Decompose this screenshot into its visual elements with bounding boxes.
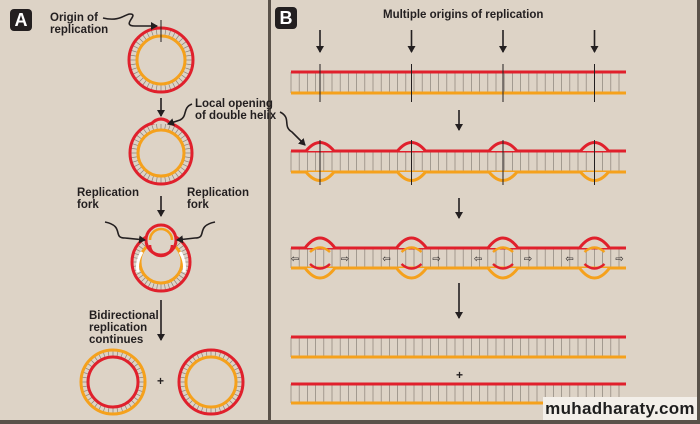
bubble-top	[395, 236, 428, 249]
new-strand-arc	[492, 246, 514, 253]
origin-of-replication-label: Origin of replication	[50, 12, 109, 36]
bubble-top	[303, 236, 337, 249]
local-opening-pointer-b	[279, 111, 306, 146]
daughter-circle-1-outer-strand	[79, 348, 147, 416]
replication-fork-left-label: Replication fork	[77, 187, 139, 211]
fork-pointer-left	[104, 221, 146, 244]
daughter-circle-2-outer-strand	[177, 348, 245, 416]
watermark: muhadharaty.com	[543, 397, 697, 420]
daughter-circle-2-inner-strand	[184, 355, 238, 409]
new-strand-arc	[400, 263, 423, 270]
fork-pointer-right	[176, 221, 216, 244]
origin-pointer-arrow	[102, 13, 158, 30]
local-opening-label: Local opening of double helix	[195, 98, 277, 122]
panel-divider	[268, 0, 271, 420]
new-strand-arc	[309, 263, 331, 270]
panel-b-badge: B	[275, 7, 297, 29]
replication-fork-right-label: Replication fork	[187, 187, 249, 211]
right-direction-arrow: ⇨	[524, 254, 532, 265]
plus-sign-a: +	[157, 374, 165, 388]
daughter-circle-1-inner-strand	[86, 355, 140, 409]
plus-sign-b: +	[456, 368, 464, 382]
bubble-top	[486, 236, 520, 249]
left-direction-arrow: ⇦	[565, 254, 573, 265]
new-strand-top	[148, 227, 174, 241]
left-direction-arrow: ⇦	[474, 254, 482, 265]
multiple-origins-title: Multiple origins of replication	[383, 9, 544, 21]
bubble-bottom	[395, 267, 428, 280]
bubble-bottom	[303, 267, 337, 280]
right-direction-arrow: ⇨	[341, 254, 349, 265]
local-opening-pointer-arrow	[167, 103, 193, 126]
left-direction-arrow: ⇦	[382, 254, 390, 265]
bubble-bottom	[486, 267, 520, 280]
bidirectional-replication-label: Bidirectional replication continues	[89, 310, 159, 346]
fork-direction-left	[136, 251, 144, 273]
bubble-top	[578, 236, 611, 249]
fork-direction-right	[178, 251, 186, 273]
bubble-bottom	[578, 267, 611, 280]
new-strand-arc	[492, 263, 514, 270]
circular-dna-1-inner-strand	[135, 34, 187, 86]
new-strand-bottom	[148, 244, 174, 258]
new-strand-arc	[309, 246, 331, 253]
right-direction-arrow: ⇨	[432, 254, 440, 265]
left-direction-arrow: ⇦	[291, 254, 299, 265]
frame-edge	[697, 0, 700, 424]
new-strand-arc	[583, 246, 606, 253]
new-strand-arc	[400, 246, 423, 253]
circular-dna-2-inner-strand	[136, 128, 186, 178]
right-direction-arrow: ⇨	[615, 254, 623, 265]
new-strand-arc	[583, 263, 606, 270]
panel-a-badge: A	[10, 9, 32, 31]
frame-edge	[0, 420, 700, 424]
